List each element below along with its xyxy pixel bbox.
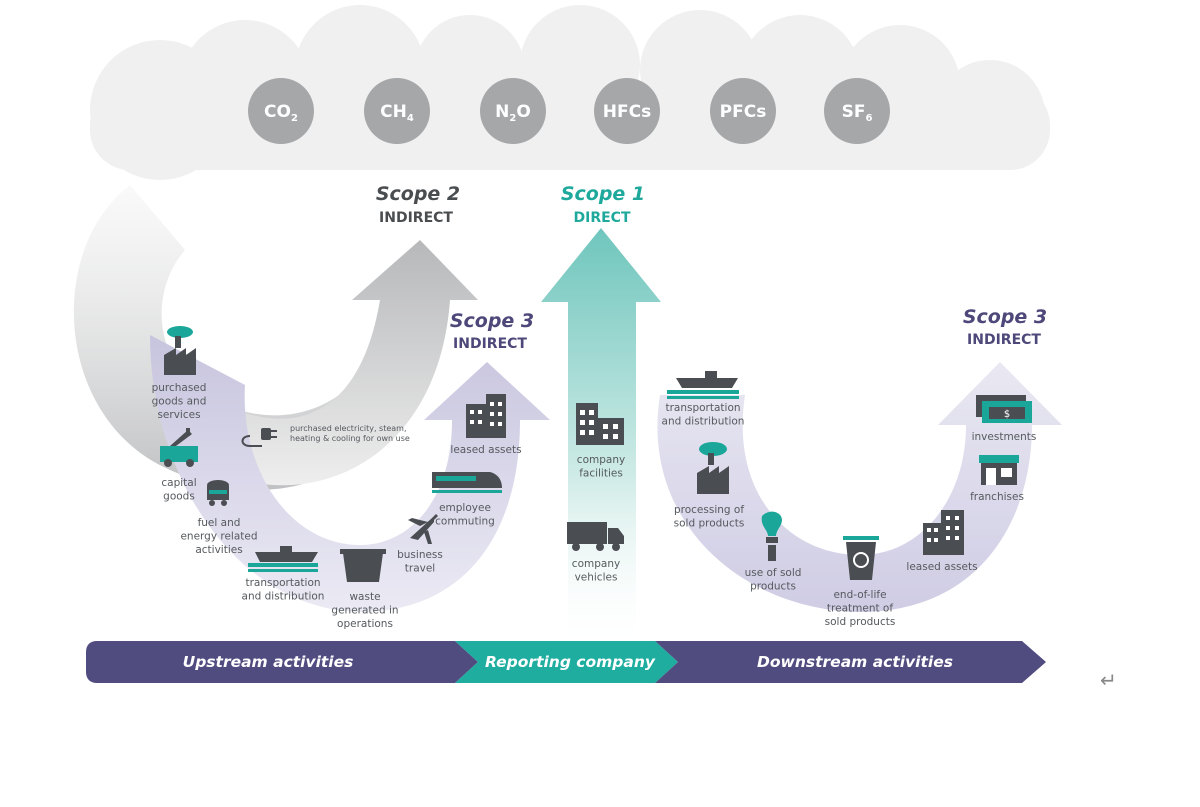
gas-circle <box>364 78 430 144</box>
downstream-item-label: investments <box>972 431 1037 443</box>
gas-circle <box>824 78 890 144</box>
gas-circle <box>480 78 546 144</box>
crane-truck-icon <box>160 428 198 467</box>
factory-icon <box>164 326 196 375</box>
greenhouse-gases: CO2 CH4 N2O HFCs PFCs SF6 <box>248 78 890 144</box>
storefront-icon <box>979 455 1019 485</box>
upstream-band <box>86 641 478 683</box>
scope3-downstream-kind: INDIRECT <box>967 332 1041 348</box>
cloud-background <box>90 5 1050 180</box>
icons: $ <box>160 326 1032 582</box>
activity-band: Upstream activities Reporting company Do… <box>86 641 1046 683</box>
gas-label: HFCs <box>603 102 651 122</box>
train-icon <box>432 472 502 493</box>
reporting-band <box>455 641 678 683</box>
downstream-item-label: franchises <box>970 491 1024 503</box>
scope3-downstream-title: Scope 3 <box>963 306 1047 328</box>
building-icon <box>576 403 624 445</box>
scope1-title: Scope 1 <box>561 183 645 205</box>
gas-label: SF6 <box>842 102 873 124</box>
ship-icon <box>248 546 318 572</box>
truck-icon <box>567 522 624 551</box>
downstream-item-label: leased assets <box>906 561 977 573</box>
building-icon <box>923 510 964 555</box>
coal-cart-icon <box>207 480 229 506</box>
building-icon <box>466 394 506 438</box>
gas-label: N2O <box>495 102 531 124</box>
scope2-kind: INDIRECT <box>379 210 453 226</box>
upstream-band-label: Upstream activities <box>183 653 354 671</box>
upstream-item-label: leased assets <box>450 444 521 456</box>
upstream-scope3-arrow <box>150 335 550 612</box>
scope3-upstream-kind: INDIRECT <box>453 336 527 352</box>
money-icon: $ <box>976 395 1032 423</box>
gas-circle <box>248 78 314 144</box>
svg-text:$: $ <box>1004 409 1010 420</box>
downstream-band <box>655 641 1046 683</box>
scope2-label: Scope 2 INDIRECT <box>376 183 460 226</box>
factory-icon <box>697 442 729 494</box>
gas-label: PFCs <box>720 102 767 122</box>
scope1-kind: DIRECT <box>574 210 631 226</box>
ship-icon <box>667 371 739 399</box>
gas-circle <box>710 78 776 144</box>
plug-icon <box>241 428 277 447</box>
dumpster-icon <box>340 549 386 582</box>
scope3-downstream-label: Scope 3 INDIRECT <box>963 306 1047 348</box>
airplane-icon <box>408 514 438 544</box>
scope3-upstream-title: Scope 3 <box>450 310 534 332</box>
electricity-item-label: purchased electricity, steam,heating & c… <box>290 424 410 443</box>
reporting-band-label: Reporting company <box>485 653 656 671</box>
scope1-label: Scope 1 DIRECT <box>561 183 645 226</box>
scope2-arrow <box>215 240 478 486</box>
downstream-band-label: Downstream activities <box>757 653 953 671</box>
recycle-bin-icon <box>843 536 879 580</box>
gas-label: CO2 <box>264 102 298 124</box>
scope2-title: Scope 2 <box>376 183 460 205</box>
scope3-upstream-label: Scope 3 INDIRECT <box>450 310 534 352</box>
gas-circle <box>594 78 660 144</box>
return-symbol: ↵ <box>1100 668 1117 692</box>
gas-label: CH4 <box>380 102 414 124</box>
light-bulb-icon <box>761 511 782 561</box>
